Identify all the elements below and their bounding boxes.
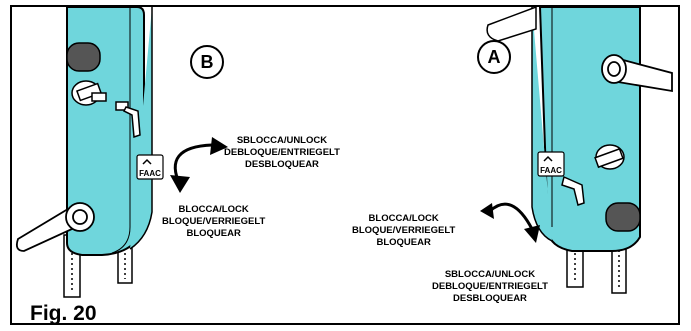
- release-knob-right: [594, 144, 625, 170]
- lock-label-a: BLOCCA/LOCK BLOQUE/VERRIEGELT BLOQUEAR: [352, 213, 456, 248]
- faac-label-left: FAAC: [136, 154, 164, 180]
- unlock-label-b: SBLOCCA/UNLOCK DEBLOQUE/ENTRIEGELT DESBL…: [224, 135, 340, 170]
- grip-slot-right: [605, 202, 641, 232]
- faac-label-right: FAAC: [537, 151, 565, 177]
- brand-text-right: FAAC: [540, 166, 562, 175]
- marker-a: A: [477, 40, 511, 74]
- shaft-left: [15, 202, 95, 252]
- lock-label-b: BLOCCA/LOCK BLOQUE/VERRIEGELT BLOQUEAR: [162, 204, 266, 239]
- brand-text-left: FAAC: [139, 169, 161, 178]
- shaft-right: [601, 54, 673, 93]
- release-lever-right: [561, 175, 585, 206]
- marker-b: B: [190, 45, 224, 79]
- grip-slot-left: [66, 42, 101, 72]
- operator-illustration: FAAC: [15, 7, 673, 298]
- release-lever-left: [115, 101, 141, 139]
- figure-frame: FAAC: [10, 5, 680, 325]
- rotation-arrow-right: [488, 202, 534, 230]
- unlock-label-a: SBLOCCA/UNLOCK DEBLOQUE/ENTRIEGELT DESBL…: [432, 269, 548, 304]
- figure-label: Fig. 20: [30, 302, 97, 325]
- top-tube-right: [486, 7, 537, 42]
- bracket-right: [566, 238, 627, 294]
- release-knob-left: [71, 80, 107, 106]
